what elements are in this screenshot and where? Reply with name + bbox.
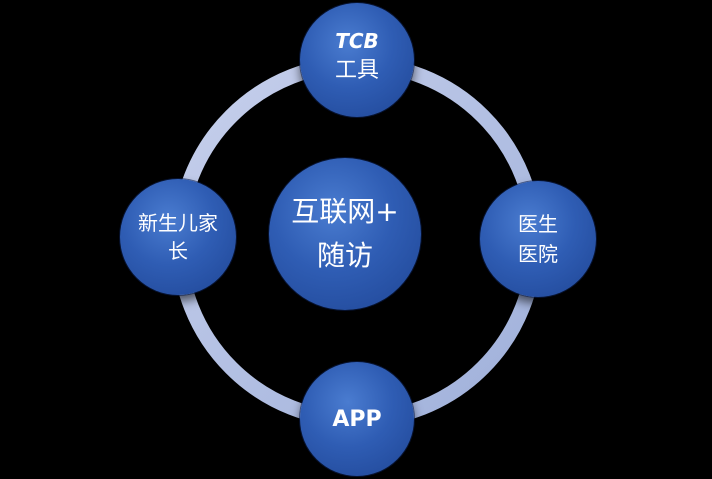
node-doctor-hospital: 医生 医院	[480, 181, 596, 297]
node-tcb-tool-label-2: 工具	[334, 58, 379, 83]
node-internet-followup-label-2: 随访	[316, 239, 373, 272]
node-newborn-parents-label-1: 新生儿家	[138, 211, 218, 235]
node-app-label: APP	[332, 406, 382, 432]
node-newborn-parents-label-2: 长	[168, 239, 188, 263]
node-newborn-parents: 新生儿家 长	[120, 179, 236, 295]
node-internet-followup-label-1: 互联网+	[291, 195, 399, 228]
node-tcb-tool-label-1: TCB	[335, 29, 379, 53]
node-app: APP	[300, 362, 414, 476]
node-doctor-hospital-label-1: 医生	[518, 212, 558, 236]
node-doctor-hospital-label-2: 医院	[518, 242, 558, 266]
node-tcb-tool: TCB 工具	[300, 3, 414, 117]
node-internet-followup: 互联网+ 随访	[269, 158, 421, 310]
